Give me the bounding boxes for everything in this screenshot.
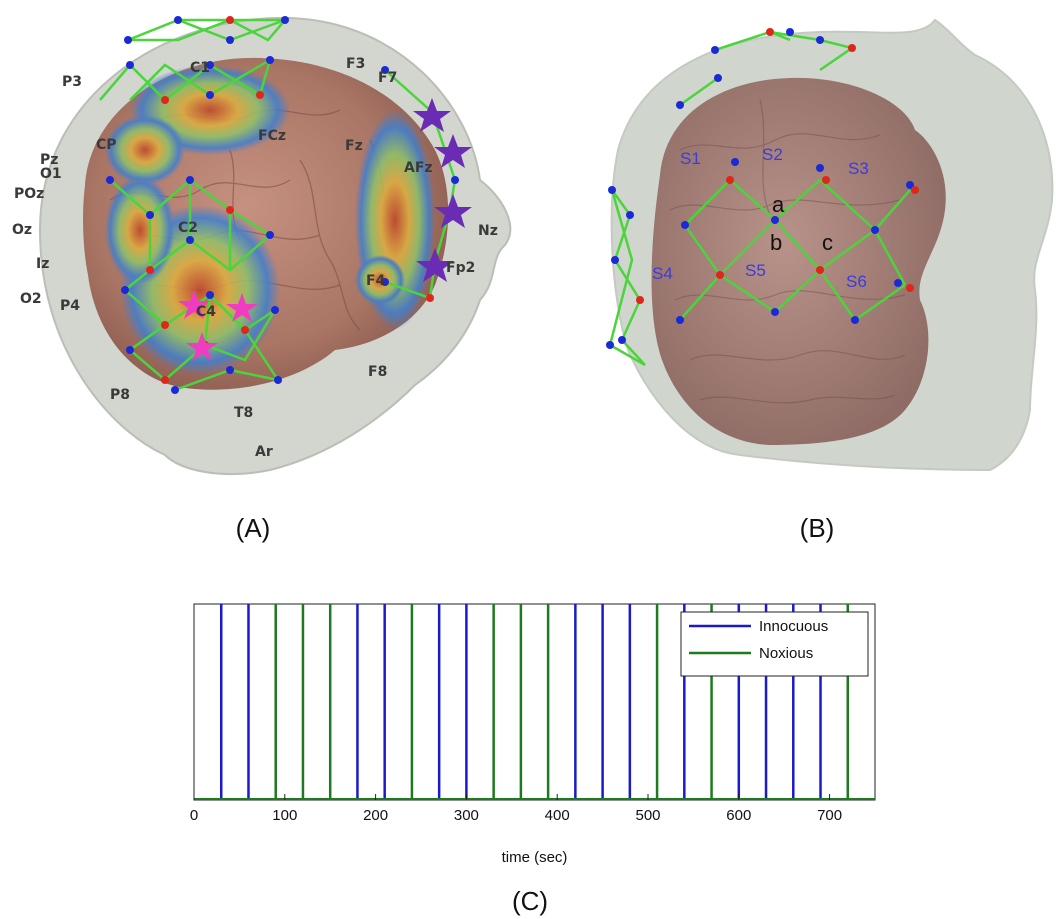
electrode-label: Fz: [345, 138, 363, 154]
source-stars-purple: [413, 98, 472, 282]
electrode-label: C4: [196, 304, 216, 320]
source-label-s1: S1: [680, 149, 701, 168]
panel-b-label: (B): [800, 513, 835, 543]
electrode-label: P4: [60, 298, 80, 314]
electrode-label: P3: [62, 74, 82, 90]
electrode-label: Fp2: [446, 260, 475, 276]
brain-folds-b: [669, 99, 906, 404]
channel-label-c: c: [822, 230, 833, 255]
brain-b: [651, 77, 946, 445]
panel-c-label: (C): [512, 886, 548, 916]
legend-entry-innocuous: Innocuous: [759, 618, 828, 635]
legend-entry-noxious: Noxious: [759, 645, 813, 662]
channel-labels-b: ab c: [770, 192, 833, 255]
electrode-label: CP: [96, 137, 117, 153]
electrode-label: Oz: [12, 222, 32, 238]
legend-box: [680, 611, 869, 677]
electrode-label: O1: [40, 166, 62, 182]
electrode-label: T8: [234, 405, 253, 421]
electrode-label: POz: [14, 186, 44, 202]
electrode-label: F7: [378, 70, 397, 86]
source-label-s3: S3: [848, 159, 869, 178]
x-tick-label: 400: [545, 807, 570, 824]
electrode-label: Ar: [255, 444, 273, 460]
x-tick-label: 500: [635, 807, 660, 824]
optodes-a: [106, 16, 459, 394]
electrode-label: Pz: [40, 152, 58, 168]
panel-a-label: (A): [236, 513, 271, 543]
optodes-b: [606, 28, 919, 349]
channel-label-a: a: [772, 192, 785, 217]
x-axis: 0 100 200 300 400 500 600 700: [190, 794, 842, 824]
electrode-label: C1: [190, 60, 210, 76]
electrode-label: F4: [366, 273, 386, 289]
stimulus-timeline-chart: 0 100 200 300 400 500 600 700 time (sec) Innocuou…: [190, 603, 876, 866]
electrode-label: C2: [178, 220, 198, 236]
electrode-label: F8: [368, 364, 387, 380]
source-label-s2: S2: [762, 145, 783, 164]
source-label-s4: S4: [652, 264, 673, 283]
electrode-label: Iz: [36, 256, 49, 272]
activation-map-a: [105, 65, 435, 375]
x-axis-label: time (sec): [502, 849, 568, 866]
electrode-label: FCz: [258, 128, 286, 144]
electrode-label: O2: [20, 291, 42, 307]
x-tick-label: 0: [190, 807, 198, 824]
electrode-label: P8: [110, 387, 130, 403]
x-tick-label: 200: [363, 807, 388, 824]
source-stars-pink: [178, 290, 258, 361]
electrode-label: AFz: [404, 160, 433, 176]
source-label-s6: S6: [846, 272, 867, 291]
source-label-s5: S5: [745, 261, 766, 280]
x-tick-label: 300: [454, 807, 479, 824]
x-tick-label: 100: [272, 807, 297, 824]
panel-c-chart: 0 100 200 300 400 500 600 700 time (sec) Innocuou…: [190, 603, 876, 916]
x-tick-label: 600: [726, 807, 751, 824]
x-tick-label: 700: [817, 807, 842, 824]
electrode-label: Nz: [478, 223, 498, 239]
electrode-label: F3: [346, 56, 365, 72]
channel-label-b: b: [770, 230, 782, 255]
